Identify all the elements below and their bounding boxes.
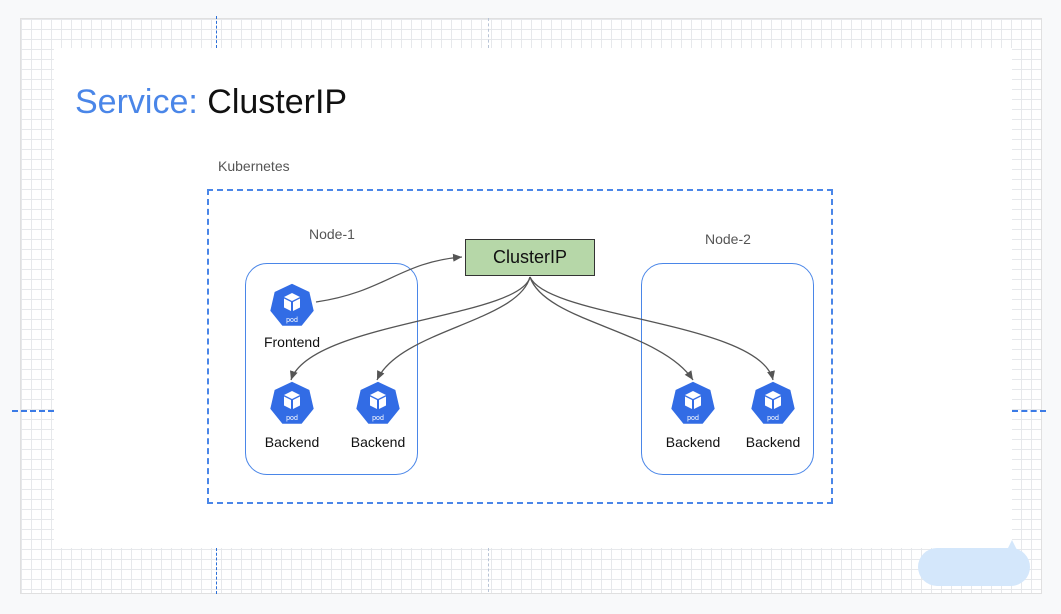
kubernetes-cluster-boundary xyxy=(207,189,833,504)
center-guide-bottom xyxy=(488,548,489,592)
clusterip-to-backend1-arrow xyxy=(290,276,531,381)
slide xyxy=(54,48,1012,548)
node2-label: Node-2 xyxy=(705,231,751,247)
center-guide-top xyxy=(488,18,489,48)
backend1-label: Backend xyxy=(264,434,320,450)
backend4-label: Backend xyxy=(745,434,801,450)
clusterip-to-backend2-arrow xyxy=(376,276,531,381)
node1-label: Node-1 xyxy=(309,226,355,242)
node2-box xyxy=(641,263,814,475)
svg-text:pod: pod xyxy=(286,317,298,324)
svg-text:pod: pod xyxy=(767,415,779,422)
horizontal-guide-right xyxy=(1012,410,1046,412)
vertical-guide-bottom xyxy=(216,548,217,594)
clusterip-to-backend3-arrow xyxy=(529,276,694,381)
pod-icon: pod xyxy=(268,282,316,330)
horizontal-guide-left xyxy=(12,410,54,412)
slide-title: Service: ClusterIP xyxy=(75,82,347,122)
frontend-to-clusterip-arrow xyxy=(315,253,463,303)
pod-icon: pod xyxy=(749,380,797,428)
pod-icon: pod xyxy=(669,380,717,428)
svg-text:pod: pod xyxy=(687,415,699,422)
clusterip-to-backend4-arrow xyxy=(529,276,775,381)
backend2-label: Backend xyxy=(350,434,406,450)
pod-icon: pod xyxy=(268,380,316,428)
title-keyword: Service: xyxy=(75,83,198,121)
backend3-label: Backend xyxy=(665,434,721,450)
node1-box xyxy=(245,263,418,475)
pod-icon: pod xyxy=(354,380,402,428)
title-name: ClusterIP xyxy=(207,83,348,121)
cluster-label: Kubernetes xyxy=(218,158,290,174)
clusterip-service-box: ClusterIP xyxy=(465,239,595,276)
svg-text:pod: pod xyxy=(372,415,384,422)
vertical-guide-top xyxy=(216,16,217,48)
svg-text:pod: pod xyxy=(286,415,298,422)
frontend-label: Frontend xyxy=(263,334,321,350)
chat-bubble-button[interactable] xyxy=(918,548,1030,586)
